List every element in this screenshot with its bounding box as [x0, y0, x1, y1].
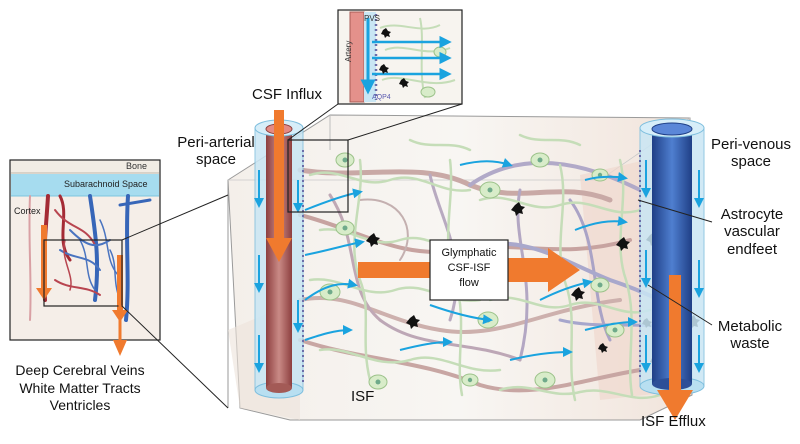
- metabolic-label-line2: waste: [730, 335, 770, 353]
- glymphatic-label-box: [429, 239, 509, 301]
- isf-flow-arrows: [304, 158, 638, 361]
- isf-efflux-label: ISF Efflux: [641, 413, 706, 430]
- vein-cylinder: [639, 118, 705, 396]
- isf-label: ISF: [351, 388, 375, 405]
- peri-venous-label-line2: space: [730, 153, 772, 171]
- top-inset: [287, 9, 463, 213]
- glymphatic-label-line3: flow: [459, 276, 479, 289]
- peri-arterial-label-line2: space: [195, 151, 237, 169]
- leader-lines: [637, 199, 713, 326]
- peri-venous-label-line1: Peri-venous: [710, 136, 792, 153]
- left-inset: [9, 159, 229, 409]
- peri-venous-label: Peri-venous space: [706, 136, 796, 171]
- subarachnoid-label: Subarachnoid Space: [64, 179, 148, 189]
- deep-structures-label: Deep Cerebral Veins White Matter Tracts …: [0, 362, 160, 415]
- deep-label-line3: Ventricles: [49, 397, 111, 413]
- astrocyte-label-line2: vascular: [724, 223, 780, 241]
- astrocyte-label-line1: Astrocyte: [720, 206, 784, 223]
- pvs-label: PVS: [364, 14, 381, 23]
- orange-flow-arrows: [266, 110, 693, 420]
- aqp4-label: AQP4: [372, 94, 391, 101]
- glymphatic-label-line2: CSF-ISF: [447, 261, 491, 274]
- bone-label: Bone: [126, 161, 148, 171]
- peri-arterial-label-line1: Peri-arterial: [177, 134, 255, 151]
- peri-arterial-label: Peri-arterial space: [176, 134, 256, 169]
- deep-label-line1: Deep Cerebral Veins: [15, 362, 145, 378]
- cortex-label: Cortex: [14, 206, 41, 216]
- astrocyte-endfeet-label: Astrocyte vascular endfeet: [712, 206, 792, 258]
- astrocyte-label-line3: endfeet: [726, 240, 778, 258]
- glymphatic-flow-label: Glymphatic CSF-ISF flow: [430, 246, 508, 291]
- glymphatic-flow-arrow: [358, 262, 430, 278]
- metabolic-waste-label: Metabolic waste: [710, 318, 790, 353]
- isf-efflux-arrow: [657, 275, 693, 420]
- artery-label: Artery: [344, 40, 353, 62]
- glymphatic-label-line1: Glymphatic: [441, 247, 497, 259]
- astrocyte-cells: [319, 152, 625, 390]
- deep-label-line2: White Matter Tracts: [19, 379, 141, 396]
- csf-influx-label: CSF Influx: [252, 86, 323, 103]
- metabolic-label-line1: Metabolic: [717, 318, 783, 335]
- csf-influx-arrow: [266, 110, 292, 262]
